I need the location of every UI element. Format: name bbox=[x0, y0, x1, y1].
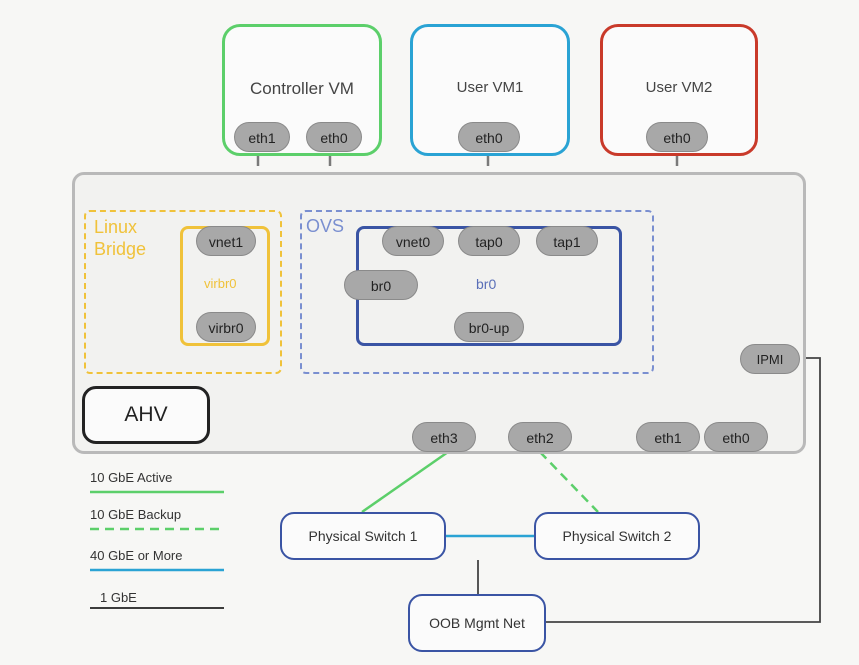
ovs-region bbox=[300, 210, 654, 374]
wire-ipmi-oob bbox=[546, 357, 821, 623]
physical-switch-1-label: Physical Switch 1 bbox=[308, 528, 418, 544]
uvm1-eth0-port[interactable]: eth0 bbox=[458, 122, 520, 152]
legend-label-10gbe-active: 10 GbE Active bbox=[90, 470, 173, 485]
legend-label-10gbe-backup: 10 GbE Backup bbox=[90, 507, 182, 522]
controller-vm-title: Controller VM bbox=[250, 79, 354, 98]
tap1-port[interactable]: tap1 bbox=[536, 226, 598, 256]
wire-eth2-switch2 bbox=[539, 451, 599, 513]
ipmi-port[interactable]: IPMI bbox=[740, 344, 800, 374]
physical-switch-2[interactable]: Physical Switch 2 bbox=[534, 512, 700, 560]
physical-switch-1[interactable]: Physical Switch 1 bbox=[280, 512, 446, 560]
linux-bridge-region bbox=[84, 210, 282, 374]
wire-eth3-switch1 bbox=[361, 450, 449, 514]
ovs-title: OVS bbox=[306, 216, 345, 236]
host-node bbox=[72, 172, 806, 454]
cvm-eth1-port[interactable]: eth1 bbox=[234, 122, 290, 152]
uvm2-eth0-port[interactable]: eth0 bbox=[646, 122, 708, 152]
ahv-box: AHV bbox=[82, 386, 210, 444]
virbr0-port[interactable]: virbr0 bbox=[196, 312, 256, 342]
host-eth2-port[interactable]: eth2 bbox=[508, 422, 572, 452]
user-vm1-title: User VM1 bbox=[456, 79, 524, 96]
oob-mgmt-net[interactable]: OOB Mgmt Net bbox=[408, 594, 546, 652]
oob-mgmt-net-label: OOB Mgmt Net bbox=[429, 615, 525, 631]
user-vm2-title: User VM2 bbox=[645, 79, 713, 96]
host-eth3-port[interactable]: eth3 bbox=[412, 422, 476, 452]
host-eth0-port[interactable]: eth0 bbox=[704, 422, 768, 452]
virbr0-bridge-label: virbr0 bbox=[204, 276, 237, 291]
br0-bridge-label: br0 bbox=[476, 276, 497, 292]
physical-switch-2-label: Physical Switch 2 bbox=[562, 528, 672, 544]
br0-up-port[interactable]: br0-up bbox=[454, 312, 524, 342]
br0-port[interactable]: br0 bbox=[344, 270, 418, 300]
host-eth1-port[interactable]: eth1 bbox=[636, 422, 700, 452]
cvm-eth0-port[interactable]: eth0 bbox=[306, 122, 362, 152]
legend-label-1gbe: 1 GbE bbox=[100, 590, 137, 605]
tap0-port[interactable]: tap0 bbox=[458, 226, 520, 256]
legend-label-40gbe: 40 GbE or More bbox=[90, 548, 183, 563]
linux-bridge-title: Linux Bridge bbox=[94, 217, 147, 259]
ahv-label: AHV bbox=[124, 403, 168, 426]
vnet0-port[interactable]: vnet0 bbox=[382, 226, 444, 256]
vnet1-port[interactable]: vnet1 bbox=[196, 226, 256, 256]
